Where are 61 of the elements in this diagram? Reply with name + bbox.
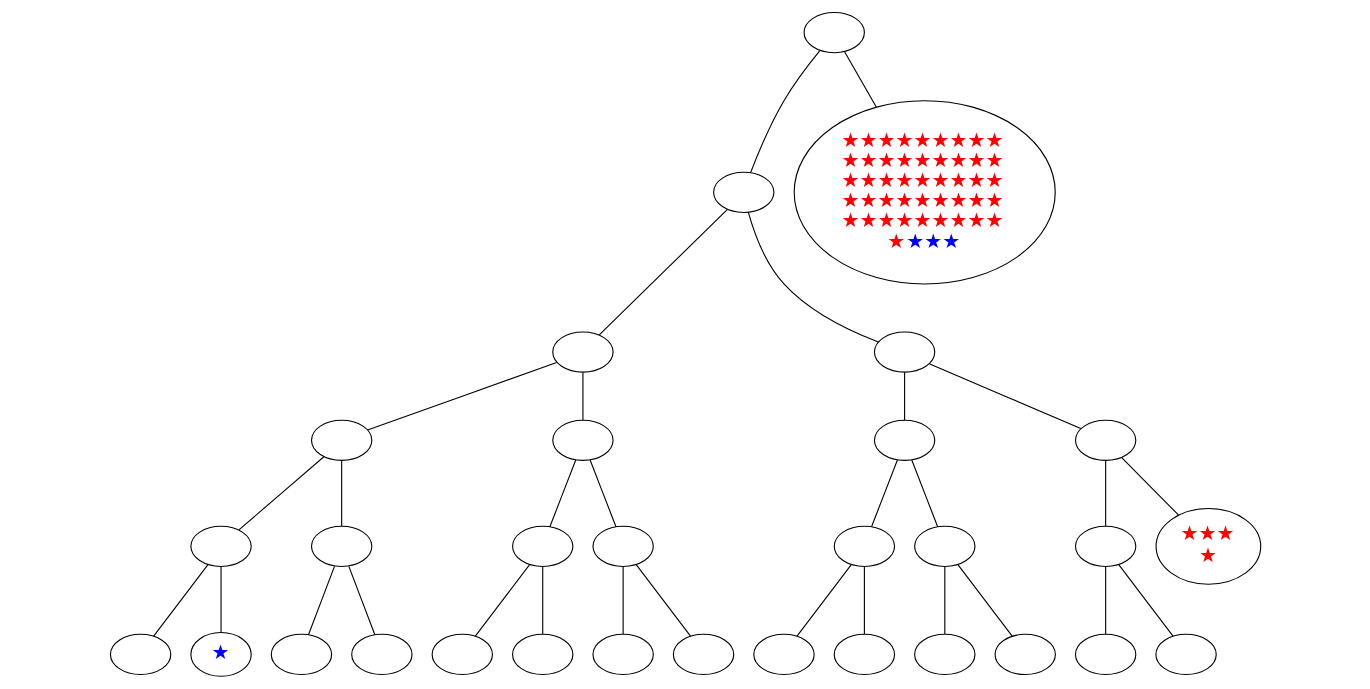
node-ellipse: [591, 633, 654, 676]
node-ellipse: [873, 419, 935, 461]
connector: [152, 564, 208, 637]
connector: [340, 459, 342, 527]
node-ellipse: [270, 633, 332, 676]
connector: [957, 564, 1013, 637]
node-ellipse: [833, 633, 895, 676]
node-ellipse: [712, 171, 774, 213]
connector: [1117, 564, 1174, 637]
node-ellipse: [672, 633, 734, 676]
connector: [747, 211, 879, 343]
connector: [910, 459, 938, 528]
connector: [589, 459, 616, 528]
node-ellipse: [1074, 633, 1136, 676]
connector: [863, 566, 865, 635]
connector: [581, 371, 583, 421]
node-ellipse: [591, 525, 654, 567]
node-ellipse: [310, 525, 372, 567]
node-ellipse: [1074, 419, 1136, 461]
connector: [1104, 459, 1106, 527]
node-ellipse: [913, 525, 976, 567]
node-ellipse: [803, 11, 865, 54]
connector: [366, 362, 557, 431]
connector: [474, 564, 530, 637]
node-ellipse: [189, 525, 252, 567]
node-ellipse: [994, 633, 1056, 676]
connector: [795, 564, 852, 637]
connector: [622, 566, 624, 635]
connector: [1120, 457, 1179, 516]
node-ellipse: [431, 633, 493, 676]
node-ellipse: ★: [189, 631, 252, 677]
connector: [749, 50, 820, 174]
node-ellipse: [1154, 633, 1217, 676]
connector: [928, 363, 1081, 430]
node-ellipse: [310, 419, 372, 461]
node-ellipse: [551, 419, 614, 461]
connector: [347, 565, 375, 636]
connector: [903, 371, 905, 421]
node-ellipse: [1074, 525, 1136, 567]
node-ellipse: [873, 331, 935, 373]
node-ellipse: [511, 525, 573, 567]
node-ellipse: [551, 331, 614, 373]
node-ellipse: [350, 633, 413, 676]
node-ellipse: ★★★★★★★★★★★★★★★★★★★★★★★★★★★★★★★★★★★★★★★★★★★★★★★★★: [793, 100, 1056, 285]
connector: [220, 566, 222, 633]
node-ellipse: [109, 633, 171, 676]
node-ellipse: [913, 633, 976, 676]
connector: [307, 565, 335, 636]
connector: [541, 566, 543, 635]
connector: [1104, 566, 1106, 635]
connector: [598, 208, 728, 336]
node-ellipse: [752, 633, 815, 676]
node-ellipse: [511, 633, 573, 676]
connector: [237, 456, 324, 531]
connector: [635, 564, 691, 637]
node-ellipse: [833, 525, 895, 567]
connector: [943, 566, 945, 635]
connector: [870, 459, 898, 528]
node-ellipse: ★★★★: [1155, 507, 1261, 585]
connector: [843, 51, 877, 108]
connector: [548, 459, 576, 528]
